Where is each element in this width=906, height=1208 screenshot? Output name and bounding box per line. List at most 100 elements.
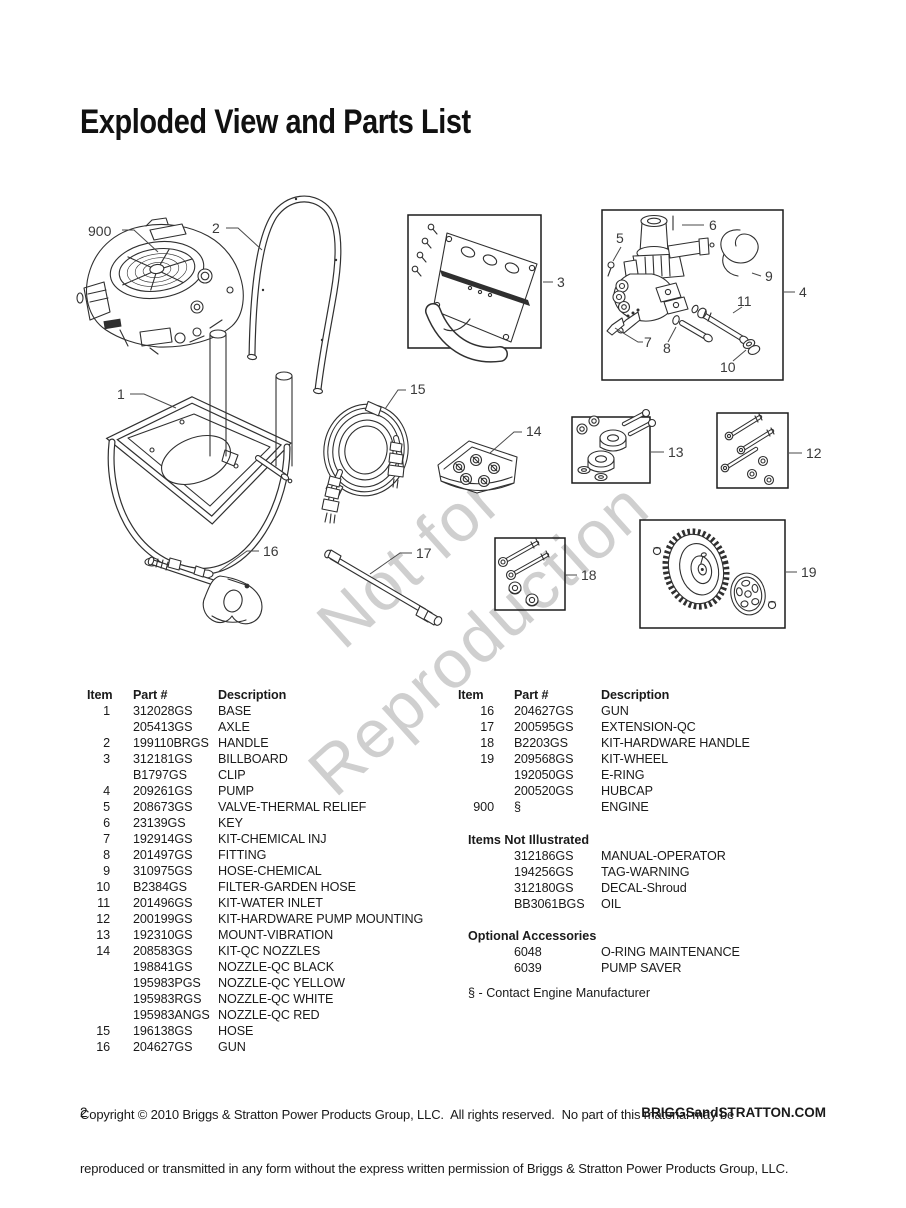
billboard-illustration: [411, 223, 538, 363]
copyright-text: Copyright © 2010 Briggs & Stratton Power…: [80, 1070, 788, 1208]
callout-16: 16: [263, 543, 279, 559]
col-header-description: Description: [601, 688, 670, 702]
callout-900-group: 900: [88, 223, 159, 253]
copyright-line2: reproduced or transmitted in any form wi…: [80, 1161, 789, 1176]
callout-13-group: 13: [651, 444, 684, 460]
chemical-hose-part: [720, 229, 759, 277]
website-link: BRIGGSandSTRATTON.COM: [641, 1105, 826, 1120]
callout-5: 5: [616, 230, 624, 246]
section-items-not-illustrated: Items Not Illustrated: [468, 833, 590, 847]
callout-3: 3: [557, 274, 565, 290]
col-header-description: Description: [218, 688, 287, 702]
callout-1: 1: [117, 386, 125, 402]
callout-4: 4: [799, 284, 807, 300]
col-header-part: Part #: [133, 688, 168, 702]
callout-18-group: 18: [566, 567, 597, 583]
callout-19-group: 19: [786, 564, 817, 580]
callout-9: 9: [765, 268, 773, 284]
tire-illustration: [662, 528, 730, 610]
callout-17-group: 17: [369, 545, 432, 575]
pump-kit-box: 5 6 9 11: [601, 209, 784, 381]
col-header-item: Item: [87, 688, 113, 702]
water-inlet-part: [691, 304, 749, 345]
callout-1-group: 1: [117, 386, 177, 409]
page-number: 2: [80, 1105, 88, 1120]
section-optional-accessories: Optional Accessories: [468, 929, 597, 943]
copyright-line1: Copyright © 2010 Briggs & Stratton Power…: [80, 1107, 735, 1122]
engine-illustration: [76, 217, 244, 355]
handle-hardware-box: [494, 537, 566, 611]
hubcap-illustration: [730, 572, 766, 616]
callout-15: 15: [410, 381, 426, 397]
exploded-view-diagram: 900 2: [76, 195, 822, 629]
callout-15-group: 15: [384, 381, 426, 410]
filter-part: [742, 339, 761, 355]
extension-illustration: [324, 549, 443, 626]
callout-19: 19: [801, 564, 817, 580]
pump-illustration: [612, 214, 715, 334]
callout-12: 12: [806, 445, 822, 461]
callout-12-group: 12: [789, 445, 822, 461]
callout-16-group: 16: [217, 543, 279, 573]
callout-11: 11: [737, 293, 752, 309]
pump-hardware-box: [716, 412, 789, 489]
callout-4-group: 4: [784, 284, 807, 300]
callout-2-group: 2: [212, 220, 263, 251]
chemical-inj-part: [606, 308, 640, 336]
engine-footnote: § - Contact Engine Manufacturer: [468, 986, 651, 1000]
valve-part: [607, 261, 615, 277]
callout-3-group: 3: [543, 274, 565, 290]
nozzle-kit-illustration: [437, 440, 518, 494]
wheel-kit-box: [639, 519, 786, 629]
col-header-part: Part #: [514, 688, 549, 702]
hose-fittings: [321, 435, 405, 524]
page-title: Exploded View and Parts List: [80, 103, 471, 141]
callout-10: 10: [720, 359, 736, 375]
left-table-header: Item Part # Description Item Part # Desc…: [0, 687, 906, 703]
callout-18: 18: [581, 567, 597, 583]
gun-illustration: [147, 556, 263, 625]
callout-13: 13: [668, 444, 684, 460]
callout-6: 6: [709, 217, 717, 233]
handle-illustration: [246, 195, 342, 395]
col-header-item: Item: [458, 688, 484, 702]
callout-8: 8: [663, 340, 671, 356]
callout-17: 17: [416, 545, 432, 561]
callout-14-group: 14: [489, 423, 542, 454]
